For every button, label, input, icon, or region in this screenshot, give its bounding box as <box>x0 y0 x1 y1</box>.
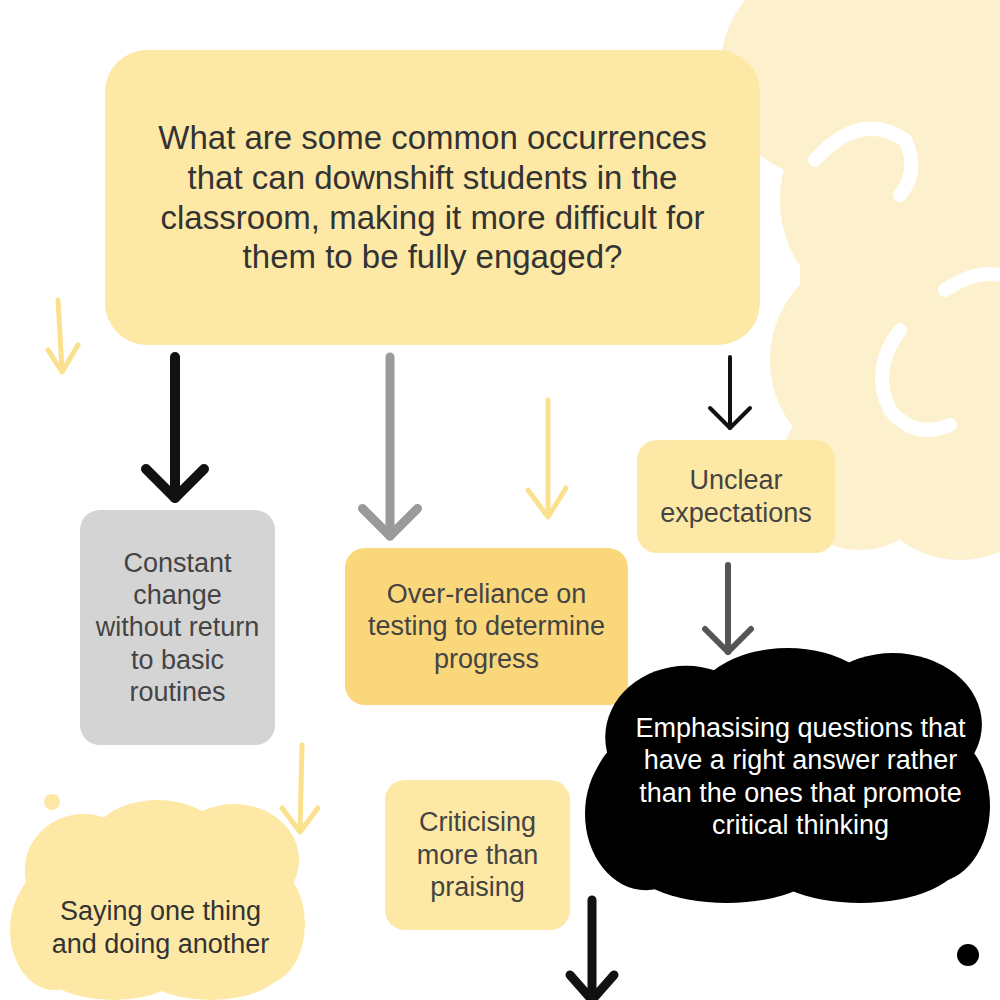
node-text: Saying one thing and doing another <box>34 895 287 960</box>
process-box: Criticising more than praising <box>385 780 570 930</box>
node-text: Constant change without return to basic … <box>90 547 265 709</box>
cloud-shape: Emphasising questions that have a right … <box>585 648 990 903</box>
cloud-outline <box>585 648 990 903</box>
arrow-connector <box>705 565 751 652</box>
node-text: Over-reliance on testing to determine pr… <box>359 578 614 675</box>
arrow-connector <box>363 357 418 536</box>
title-box: What are some common occurrences that ca… <box>105 50 760 345</box>
process-box: Constant change without return to basic … <box>80 510 275 745</box>
node-text: Unclear expectations <box>647 464 825 529</box>
cloud-dot <box>44 794 60 810</box>
node-text: Emphasising questions that have a right … <box>633 712 968 842</box>
cloud-shape: Saying one thing and doing another <box>10 800 305 1000</box>
decorative-arrows <box>48 300 614 1000</box>
arrow-connector <box>710 357 750 428</box>
process-box: Unclear expectations <box>637 440 835 553</box>
brain-curls <box>815 129 1000 430</box>
arrow-connector <box>146 357 204 498</box>
cloud-dot <box>957 944 979 966</box>
node-text: Criticising more than praising <box>393 806 562 903</box>
node-text: What are some common occurrences that ca… <box>145 118 720 276</box>
process-box: Over-reliance on testing to determine pr… <box>345 548 628 705</box>
